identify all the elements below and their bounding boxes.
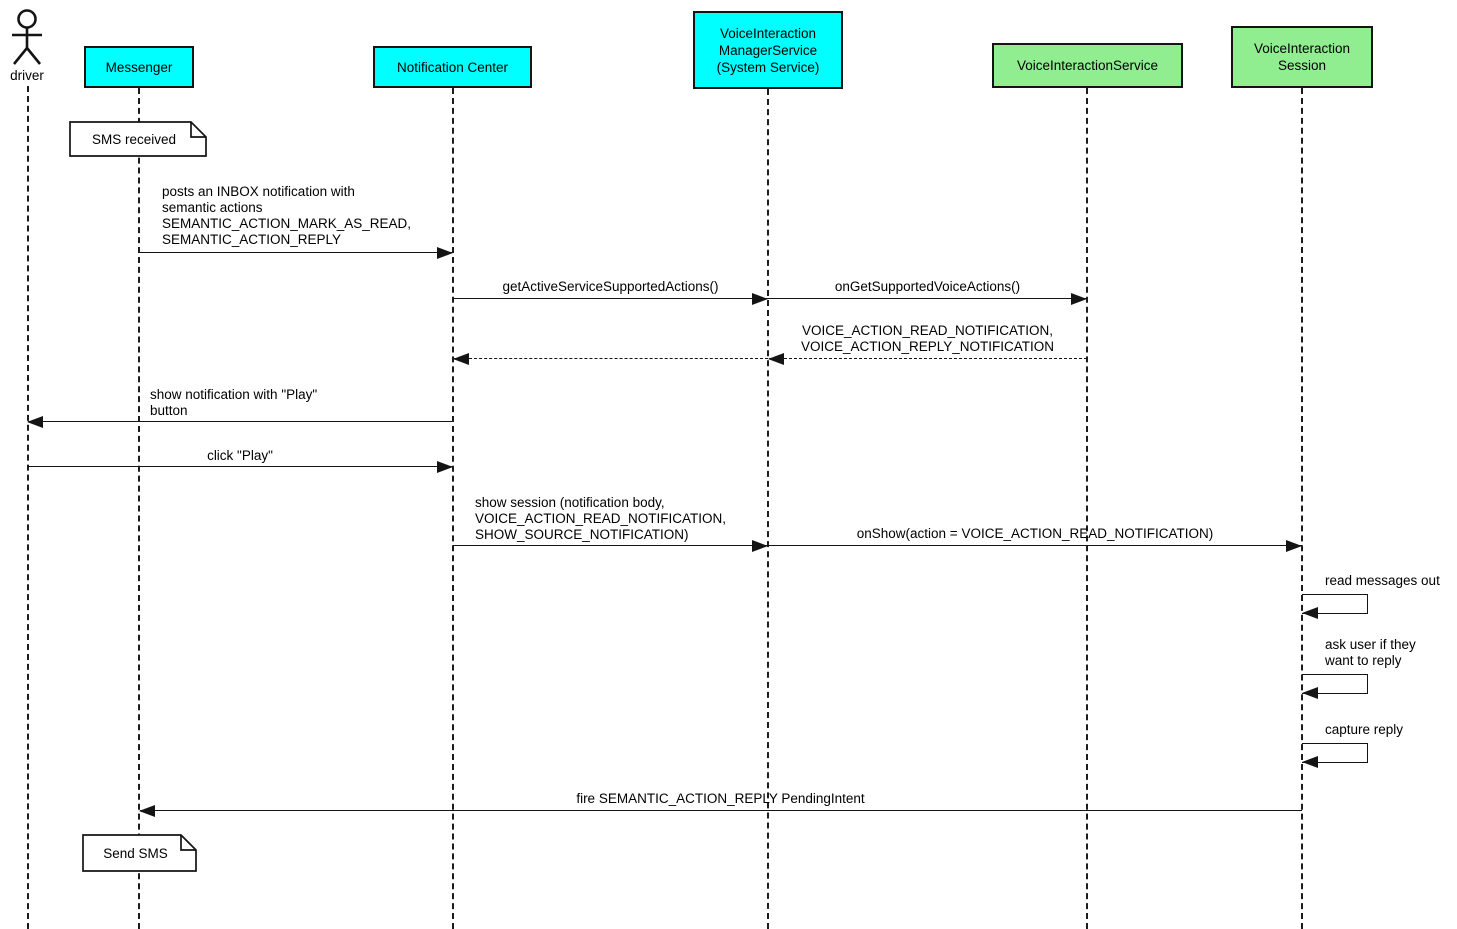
arrowhead-left: [1302, 756, 1318, 768]
lifeline-notification-center: [452, 88, 454, 929]
arrowhead-left: [27, 416, 43, 428]
note-sms-received-text: SMS received: [91, 131, 177, 147]
note-shape: [69, 121, 207, 157]
arrowhead-right: [752, 540, 768, 552]
message-line: [768, 545, 1302, 546]
lifeline-driver: [27, 86, 29, 929]
arrowhead-left: [768, 353, 784, 365]
message-label-posts-inbox-notification: posts an INBOX notification with semanti…: [162, 184, 412, 247]
message-label-fire-semantic-action-reply: fire SEMANTIC_ACTION_REPLY PendingIntent: [576, 791, 865, 806]
message-label-ask-user-reply: ask user if they want to reply: [1325, 637, 1416, 668]
message-line-dashed: [769, 358, 1087, 359]
message-label-show-session: show session (notification body, VOICE_A…: [475, 495, 727, 542]
message-label-read-messages-out: read messages out: [1325, 573, 1440, 588]
lifeline-messenger: [138, 88, 140, 929]
lifeline-voiceinteractionservice: [1086, 88, 1088, 929]
message-label-capture-reply: capture reply: [1325, 722, 1404, 737]
note-sms-received: SMS received: [69, 121, 207, 157]
message-line: [27, 466, 453, 467]
arrowhead-left: [453, 353, 469, 365]
arrowhead-left: [139, 805, 155, 817]
participant-notification-center: Notification Center: [373, 46, 532, 88]
message-line: [28, 421, 453, 422]
lifeline-voiceinteraction-managerservice: [767, 89, 769, 929]
note-send-sms: Send SMS: [82, 834, 197, 872]
message-line: [139, 252, 453, 253]
message-label-on-get-supported-voice-actions: onGetSupportedVoiceActions(): [834, 279, 1021, 294]
message-line-dashed: [454, 358, 768, 359]
arrowhead-left: [1302, 607, 1318, 619]
self-message-loop: [1302, 594, 1368, 614]
participant-voiceinteraction-managerservice: VoiceInteraction ManagerService (System …: [693, 11, 843, 89]
actor-driver-icon: [12, 9, 42, 65]
message-label-click-play: click "Play": [207, 448, 273, 463]
lifeline-voiceinteraction-session: [1301, 88, 1303, 929]
arrowhead-right: [1071, 293, 1087, 305]
arrowhead-right: [1286, 540, 1302, 552]
arrowhead-right: [752, 293, 768, 305]
participant-voiceinteraction-session: VoiceInteraction Session: [1231, 26, 1373, 88]
self-message-loop: [1302, 743, 1368, 763]
arrowhead-left: [1302, 687, 1318, 699]
arrowhead-right: [437, 461, 453, 473]
message-label-voice-action-read-reply: VOICE_ACTION_READ_NOTIFICATION, VOICE_AC…: [800, 323, 1055, 354]
message-line: [140, 810, 1302, 811]
message-label-get-active-service-supported-actions: getActiveServiceSupportedActions(): [502, 279, 719, 294]
participant-messenger: Messenger: [84, 46, 194, 88]
message-label-on-show: onShow(action = VOICE_ACTION_READ_NOTIFI…: [856, 526, 1214, 541]
message-line: [453, 298, 768, 299]
message-line: [768, 298, 1087, 299]
self-message-loop: [1302, 674, 1368, 694]
message-label-show-notification-play: show notification with "Play" button: [150, 387, 318, 418]
note-send-sms-text: Send SMS: [103, 845, 168, 861]
participant-voiceinteractionservice: VoiceInteractionService: [992, 43, 1183, 88]
message-line: [453, 545, 768, 546]
arrowhead-right: [437, 247, 453, 259]
note-shape: [82, 834, 197, 872]
actor-driver-label: driver: [10, 68, 44, 83]
